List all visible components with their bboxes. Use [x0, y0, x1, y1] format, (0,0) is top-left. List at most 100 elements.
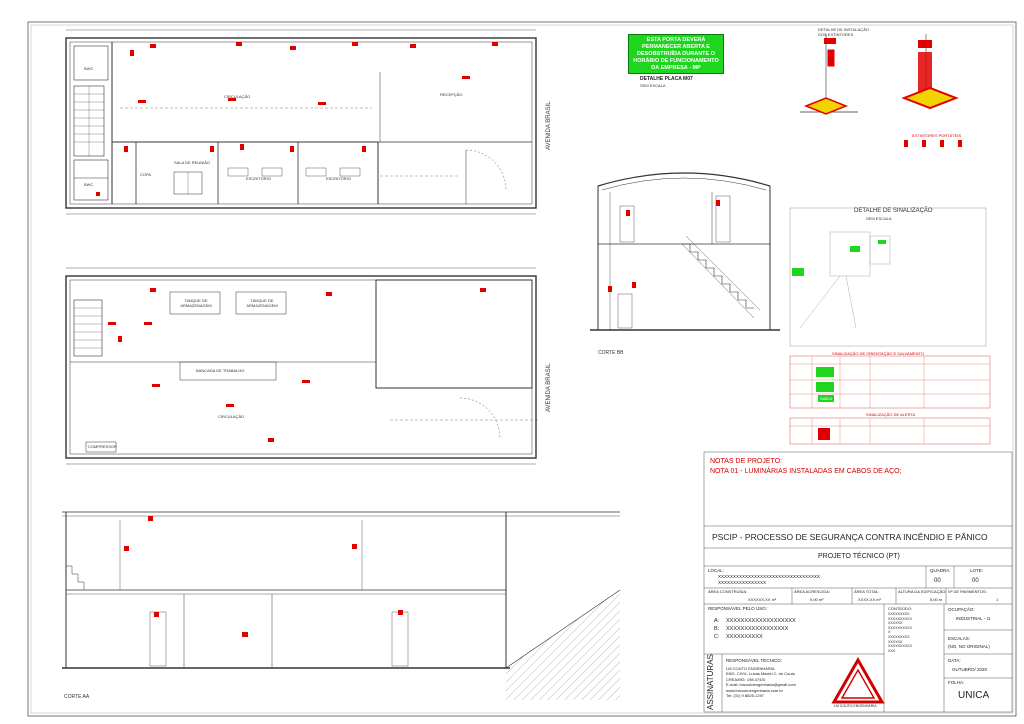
label-avenida-2: AVENIDA BRASIL: [546, 363, 552, 412]
resp-b-key: B:: [714, 626, 720, 632]
conteudo-label: CONTEÚDO:: [888, 606, 912, 611]
escalas-label: ESCALAS:: [948, 636, 971, 641]
label-corte-aa: CORTE AA: [64, 694, 90, 700]
folha-label: FOLHA:: [948, 680, 965, 685]
label-escritorio-2: ESCRITÓRIO: [326, 176, 351, 181]
data-value: OUTUBRO/ 2020: [952, 667, 988, 672]
sign-scale: SEM ESCALA: [640, 83, 666, 88]
label-circulacao: CIRCULAÇÃO: [224, 94, 251, 99]
altura-label: ALTURA DA EDIFICAÇÃO:: [898, 589, 947, 594]
signaling-perspective: [789, 207, 987, 347]
logo-caption: LM COUTO ENGENHARIA: [834, 704, 877, 708]
resp-c-key: C:: [714, 634, 720, 640]
rt-email: E-mail: lmcoutoengenharia@gmail.com: [726, 682, 796, 688]
conteudo-line: XXXXXXXXXX: [888, 616, 912, 621]
notes-note-01: NOTA 01 - LUMINÁRIAS INSTALADAS EM CABOS…: [710, 468, 902, 475]
ocupacao-label: OCUPAÇÃO:: [948, 607, 975, 612]
responsavel-label: RESPONSÁVEL PELO USO:: [708, 606, 767, 611]
label-avenida-1: AVENIDA BRASIL: [546, 101, 552, 150]
label-bwc-1: BWC: [84, 66, 94, 71]
area-construida-value: XXXXXX,XX m²: [748, 597, 777, 602]
conteudo-line: X: [888, 630, 891, 635]
label-detalhe-sinalizacao: DETALHE DE SINALIZAÇÃO: [854, 208, 933, 214]
lote-label: LOTE:: [970, 568, 984, 573]
quadra-value: 00: [934, 578, 941, 584]
conteudo-line: XXXXXXXXXX: [888, 625, 912, 630]
conteudo-line: XXXXXXXXX: [888, 612, 910, 616]
area-total-label: ÁREA TOTAL:: [854, 589, 880, 594]
resp-tecnico-info: LM COUTO ENGENHARIA ENG. CIVIL: Lucas Ma…: [726, 666, 796, 698]
rt-engineer: ENG. CIVIL: Lucas Maciel C. do Couto: [726, 671, 795, 677]
terrain-hatch: [506, 590, 620, 700]
conteudo-line: XXX: [888, 648, 896, 653]
conteudo-line: XXXXXX: [888, 621, 903, 626]
section-aa: [62, 511, 620, 669]
rt-crea: CREA/MG: 198.474/D: [726, 676, 766, 682]
rt-company: LM COUTO ENGENHARIA: [726, 666, 775, 671]
section-bb: [590, 172, 780, 331]
conteudo-line: XXXXXXXXX: [888, 634, 910, 639]
label-bwc-2: BWC: [84, 182, 94, 187]
escalas-value: (NO, NO ORIGINAL): [948, 644, 990, 649]
exit-sign-icon: [816, 367, 834, 377]
conteudo-list: XXXXXXXXX XXXXXXXXXX XXXXXX XXXXXXXXXX X…: [888, 612, 912, 653]
extinguisher-sign-icon: [818, 428, 830, 440]
resp-a-value: XXXXXXXXXXXXXXXXXXX: [726, 618, 796, 624]
lm-couto-logo: [831, 656, 885, 704]
area-construida-label: ÁREA CONSTRUÍDA:: [708, 589, 748, 594]
plan-first-floor: [65, 267, 540, 465]
notes-title: NOTAS DE PROJETO:: [710, 458, 783, 465]
label-tab-alerta: SINALIZAÇÃO DE ALERTA: [866, 412, 916, 417]
label-tanque-1: TANQUE DE ARMAZENAGEM: [180, 298, 212, 308]
label-corte-bb: CORTE BB: [598, 350, 624, 356]
label-sala-reuniao: SALA DE REUNIÃO: [174, 160, 211, 165]
ocupacao-value: INDUSTRIAL - I1: [956, 616, 991, 621]
label-copa: COPA: [140, 172, 152, 177]
label-extintores: EXTINTORES PORTÁTEIS: [912, 133, 962, 138]
local-value-1: XXXXXXXXXXXXXXXXXXXXXXXXXXXXXXXXXX: [718, 574, 821, 579]
resp-c-value: XXXXXXXXXX: [726, 634, 763, 640]
data-label: DATA:: [948, 658, 961, 663]
label-escritorio-1: ESCRITÓRIO: [246, 176, 271, 181]
label-bancada: BANCADA DE TRABALHO: [196, 368, 245, 373]
exit-sign-saida: SAÍDA: [818, 395, 834, 402]
title-block-grid: [703, 451, 1013, 713]
extinguisher-detail: [800, 34, 959, 115]
rt-website: www.lmcoutoengenharia.com.br: [726, 687, 783, 693]
local-value-2: XXXXXXXXXXXXXXXX: [718, 580, 767, 585]
area-acrescida-value: 0,00 m²: [810, 597, 824, 602]
conteudo-line: XXXXXX: [888, 639, 903, 644]
area-acrescida-label: ÁREA ACRESCIDA:: [794, 589, 831, 594]
door-sign-placard: ESTA PORTA DEVERÁ PERMANECER ABERTA E DE…: [628, 34, 724, 74]
fire-safety-symbols: [96, 42, 720, 637]
sheet-inner-border: [30, 24, 1014, 714]
title-project-type: PROJETO TÉCNICO (PT): [818, 553, 900, 560]
resp-a-key: A:: [714, 618, 720, 624]
local-label: LOCAL:: [708, 568, 725, 573]
title-main: PSCIP - PROCESSO DE SEGURANÇA CONTRA INC…: [712, 532, 988, 542]
folha-value: UNICA: [958, 690, 990, 701]
lote-value: 00: [972, 578, 979, 584]
label-compressor: COMPRESSOR: [88, 444, 117, 449]
label-detalhe-instalacao: DETALHE DE INSTALAÇÃO DOS EXTINTORES: [818, 27, 869, 37]
resp-b-value: XXXXXXXXXXXXXXXXX: [726, 626, 789, 632]
sign-caption: DETALHE PLACA M07: [640, 76, 693, 82]
label-recepcao: RECEPÇÃO: [440, 92, 463, 97]
sheet-border: [27, 21, 1017, 717]
plan-ground-floor: [65, 29, 537, 215]
label-tab-orientacao: SINALIZAÇÃO DE ORIENTAÇÃO E SALVAMENTO: [832, 351, 924, 356]
pavimentos-value: 1: [996, 597, 999, 602]
label-tanque-2: TANQUE DE ARMAZENAGEM: [246, 298, 278, 308]
assinaturas-label: ASSINATURAS: [706, 654, 715, 710]
conteudo-line: XXXXXXXXXX: [888, 644, 912, 649]
signaling-tables: [789, 355, 991, 445]
label-detalhe-sinalizacao-scale: SEM ESCALA: [866, 216, 892, 221]
altura-value: 5,00 m: [930, 597, 943, 602]
extinguisher-icons: [904, 140, 962, 147]
resp-tecnico-label: RESPONSÁVEL TÉCNICO:: [726, 658, 783, 663]
quadra-label: QUADRA:: [930, 568, 951, 573]
label-circulacao-2: CIRCULAÇÃO: [218, 414, 245, 419]
exit-sign-icon: [816, 382, 834, 392]
